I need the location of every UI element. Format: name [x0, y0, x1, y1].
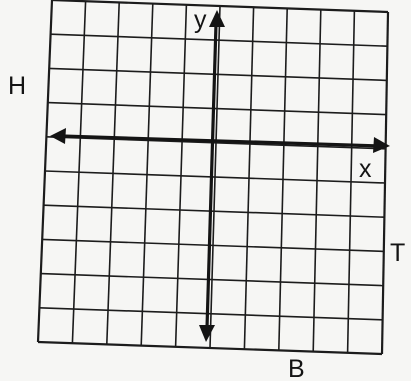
point-label-b: B: [288, 355, 305, 381]
x-axis-left-arrow: [50, 128, 66, 144]
grid-horizontal-line: [43, 204, 385, 218]
grid-horizontal-line: [37, 340, 383, 356]
y-axis-bottom-arrow: [199, 325, 215, 342]
x-axis-right-arrow: [373, 137, 390, 153]
point-label-t: T: [390, 239, 405, 267]
x-axis-line: [61, 134, 381, 148]
y-axis-line: [205, 23, 218, 329]
grid-horizontal-line: [47, 101, 387, 116]
grid-horizontal-line: [44, 170, 386, 184]
grid-horizontal-line: [40, 272, 384, 287]
y-axis-top-arrow: [209, 10, 225, 27]
grid-horizontal-line: [39, 307, 383, 321]
grid-horizontal-line: [49, 67, 387, 82]
grid-horizontal-line: [51, 0, 389, 14]
grid-horizontal-line: [50, 33, 388, 47]
x-axis-label: x: [359, 155, 372, 183]
grid-lines: [36, 0, 390, 356]
grid-horizontal-line: [42, 238, 384, 253]
point-label-h: H: [8, 72, 26, 100]
y-axis-label: y: [194, 6, 207, 34]
